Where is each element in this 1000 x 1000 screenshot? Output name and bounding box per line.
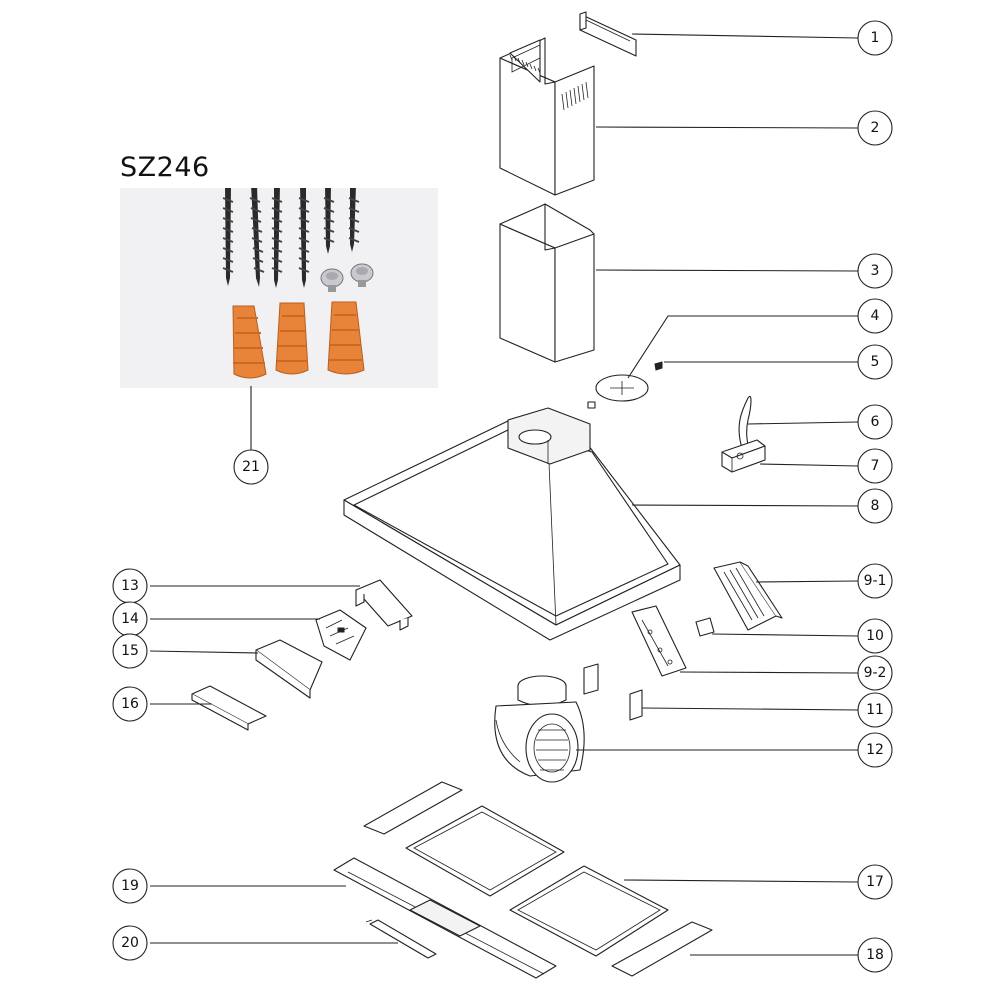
callout-4: 4 [857, 298, 893, 334]
svg-text:13: 13 [121, 578, 139, 594]
callout-9-2: 9-2 [857, 655, 893, 691]
part-18-side-strip [363, 781, 713, 977]
hardware-kit-photo [120, 178, 438, 388]
part-6-power-cable [738, 396, 752, 449]
callout-9-1: 9-1 [857, 563, 893, 599]
part-13-bracket [355, 579, 413, 631]
svg-text:3: 3 [871, 263, 880, 279]
svg-text:4: 4 [871, 308, 880, 324]
part-1-mounting-bracket [579, 11, 637, 57]
svg-text:10: 10 [866, 628, 884, 644]
bolt-1 [320, 268, 344, 292]
svg-text:11: 11 [866, 702, 884, 718]
svg-text:16: 16 [121, 696, 139, 712]
svg-text:15: 15 [121, 643, 139, 659]
svg-text:18: 18 [866, 947, 884, 963]
svg-text:1: 1 [871, 30, 880, 46]
svg-text:9-2: 9-2 [864, 665, 887, 681]
wire-nut-2 [275, 302, 309, 375]
callout-10: 10 [857, 618, 893, 654]
callout-21: 21 [233, 449, 269, 485]
callout-13: 13 [112, 568, 148, 604]
svg-text:17: 17 [866, 874, 884, 890]
part-12-blower-motor [494, 675, 585, 783]
svg-text:5: 5 [871, 354, 880, 370]
part-20-light-bar [365, 919, 437, 959]
part-2-upper-chimney [499, 37, 595, 196]
part-9-2-control-panel [631, 605, 687, 677]
part-14-control-board [315, 609, 367, 661]
bolt-2 [350, 263, 374, 287]
part-3-lower-chimney [499, 203, 595, 363]
callout-11: 11 [857, 692, 893, 728]
svg-text:14: 14 [121, 611, 139, 627]
svg-text:8: 8 [871, 498, 880, 514]
part-5-screw [654, 361, 663, 371]
kit-label: SZ246 [120, 152, 210, 183]
callout-2: 2 [857, 110, 893, 146]
leader-lines [149, 33, 859, 956]
callout-18: 18 [857, 937, 893, 973]
callout-8: 8 [857, 488, 893, 524]
part-17-grease-filter [405, 805, 669, 957]
wire-nut-1 [232, 305, 267, 379]
part-4-round-plate [587, 374, 649, 409]
svg-text:20: 20 [121, 935, 139, 951]
callout-15: 15 [112, 633, 148, 669]
callout-20: 20 [112, 925, 148, 961]
svg-text:2: 2 [871, 120, 880, 136]
part-15-cover-plate [255, 639, 323, 699]
part-8-hood-canopy [343, 407, 681, 641]
callout-1: 1 [857, 20, 893, 56]
callout-12: 12 [857, 732, 893, 768]
part-19-front-panel [333, 857, 557, 979]
callout-6: 6 [857, 404, 893, 440]
callout-17: 17 [857, 864, 893, 900]
svg-text:12: 12 [866, 742, 884, 758]
part-10-clip [695, 617, 715, 637]
part-16-handle [191, 685, 267, 731]
svg-text:7: 7 [871, 458, 880, 474]
svg-text:9-1: 9-1 [864, 573, 887, 589]
callout-7: 7 [857, 448, 893, 484]
callout-3: 3 [857, 253, 893, 289]
callout-5: 5 [857, 344, 893, 380]
svg-text:19: 19 [121, 878, 139, 894]
svg-text:21: 21 [242, 459, 260, 475]
part-9-1-lamp-housing [713, 561, 783, 631]
callout-19: 19 [112, 868, 148, 904]
svg-text:6: 6 [871, 414, 880, 430]
part-7-junction-box [721, 439, 766, 473]
callout-16: 16 [112, 686, 148, 722]
wire-nut-3 [327, 301, 365, 375]
part-11-plate [583, 663, 643, 721]
callout-14: 14 [112, 601, 148, 637]
